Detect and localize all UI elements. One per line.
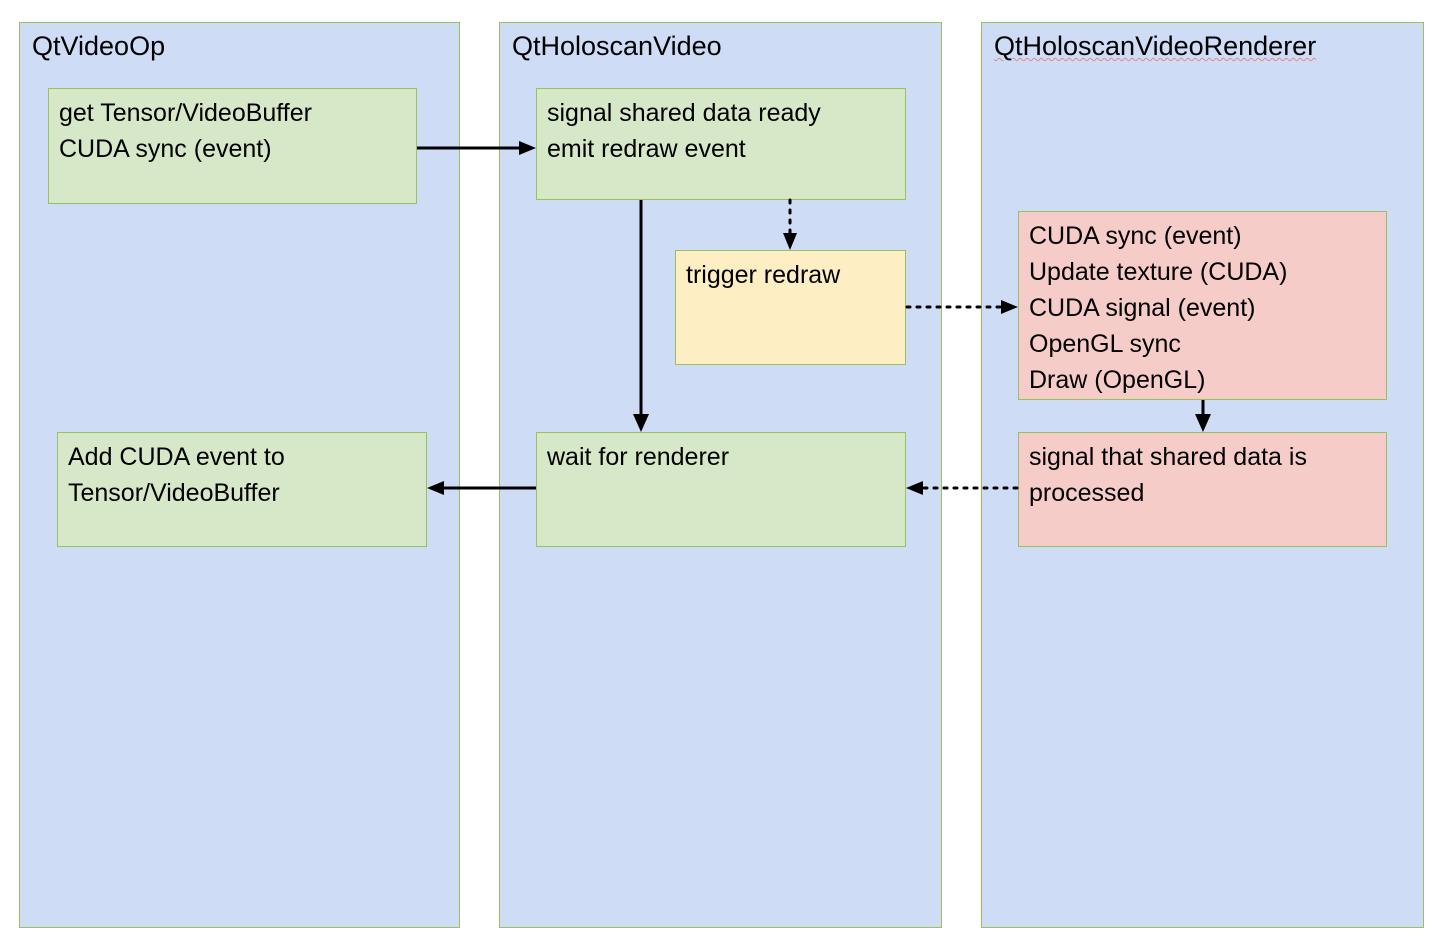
lane-title-qtholoscanvideorenderer: QtHoloscanVideoRenderer [994,31,1317,61]
node-trigger-redraw[interactable]: trigger redraw [675,250,906,365]
node-renderer-pipeline[interactable]: CUDA sync (event) Update texture (CUDA) … [1018,211,1387,400]
node-signal-processed[interactable]: signal that shared data is processed [1018,432,1387,547]
lane-title-qtholoscanvideo: QtHoloscanVideo [512,31,722,61]
node-signal-shared-data-ready[interactable]: signal shared data ready emit redraw eve… [536,88,906,200]
node-add-cuda-event[interactable]: Add CUDA event to Tensor/VideoBuffer [57,432,427,547]
node-get-tensor[interactable]: get Tensor/VideoBuffer CUDA sync (event) [48,88,417,204]
node-wait-for-renderer[interactable]: wait for renderer [536,432,906,547]
lane-title-qtvideoop: QtVideoOp [32,31,166,61]
